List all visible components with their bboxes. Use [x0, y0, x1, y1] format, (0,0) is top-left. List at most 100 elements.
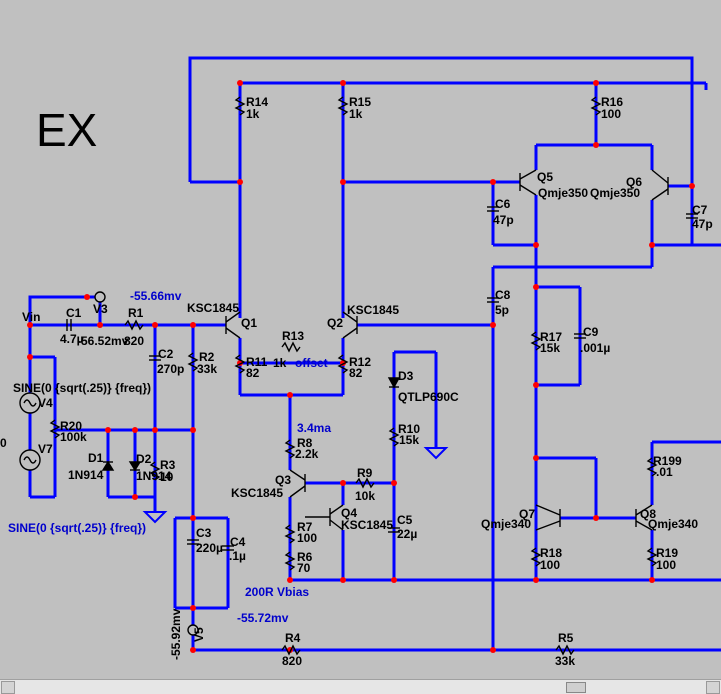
- schematic-canvas[interactable]: EX Vin C1 4.7µ V3 -56.52mv R1 820 -55.66…: [0, 0, 721, 680]
- r4-name: R4: [285, 631, 301, 645]
- r12-symbol: [337, 354, 349, 374]
- r11-value: 82: [246, 366, 260, 380]
- q2-value: KSC1845: [347, 303, 399, 317]
- r17-name: R17: [540, 330, 562, 344]
- d1-value: 1N914: [68, 468, 104, 482]
- r16-symbol: [590, 96, 602, 116]
- r7-value: 100: [297, 531, 317, 545]
- r8-name: R8: [297, 436, 313, 450]
- r20-value: 100k: [60, 430, 87, 444]
- q1-symbol: [225, 311, 241, 339]
- q2-symbol: [342, 311, 358, 339]
- q1-name: Q1: [241, 316, 257, 330]
- c2-name: C2: [158, 347, 174, 361]
- c2-value: 270p: [157, 362, 184, 376]
- d1-symbol: [101, 460, 115, 471]
- horizontal-scrollbar[interactable]: [0, 679, 721, 694]
- c1-value: 4.7µ: [60, 332, 84, 346]
- q6-value: Qmje350: [590, 186, 640, 200]
- q3-name: Q3: [275, 473, 291, 487]
- v4-value: SINE(0 {sqrt(.25)} {freq}): [13, 381, 151, 395]
- d3-value: QTLP690C: [398, 390, 459, 404]
- current-annotation: 3.4ma: [297, 421, 331, 435]
- d2-value: 1N914: [136, 469, 172, 483]
- r18-value: 100: [540, 558, 560, 572]
- q7-name: Q7: [519, 507, 535, 521]
- d3-symbol: [387, 377, 401, 389]
- v5-source-symbol: [187, 624, 199, 636]
- v3-value: -56.52mv: [77, 334, 129, 348]
- c5-symbol: [388, 527, 400, 533]
- c2-symbol: [149, 355, 161, 361]
- r7-name: R7: [297, 520, 313, 534]
- c4-name: C4: [230, 535, 246, 549]
- schematic-title: EX: [36, 104, 97, 156]
- r17-symbol: [530, 331, 542, 351]
- d1-name: D1: [88, 451, 104, 465]
- v5-value: -55.92mv: [169, 608, 183, 660]
- c6-value: 47p: [493, 213, 514, 227]
- r13-value: 1k: [273, 356, 287, 370]
- r17-value: 15k: [540, 341, 560, 355]
- r15-value: 1k: [349, 107, 363, 121]
- v4-source-symbol: [19, 392, 41, 414]
- junctions: [27, 80, 695, 653]
- r9-name: R9: [357, 466, 373, 480]
- left-zero-label: 0: [0, 436, 7, 450]
- r7-symbol: [284, 524, 296, 544]
- q4-symbol: [305, 504, 344, 531]
- c7-value: 47p: [692, 217, 713, 231]
- r2-name: R2: [199, 350, 215, 364]
- c8-symbol: [487, 297, 499, 303]
- r5-value: 33k: [555, 654, 575, 668]
- r2-value: 33k: [197, 362, 217, 376]
- r6-name: R6: [297, 550, 313, 564]
- d2-symbol: [128, 461, 142, 472]
- r9-value: 10k: [355, 489, 375, 503]
- r8-symbol: [284, 439, 296, 459]
- v7-name: V7: [38, 442, 53, 456]
- c3-value: 220µ: [196, 541, 223, 555]
- q8-name: Q8: [640, 507, 656, 521]
- r5-name: R5: [558, 631, 574, 645]
- r4-symbol: [281, 644, 301, 656]
- v5-name: V5: [192, 627, 206, 642]
- offset-annotation: offset: [295, 356, 328, 370]
- r4-value: 820: [282, 654, 302, 668]
- r8-value: 2.2k: [295, 447, 319, 461]
- r1-value: 820: [124, 334, 144, 348]
- c9-symbol: [574, 333, 586, 339]
- r10-value: 15k: [399, 433, 419, 447]
- r10-symbol: [388, 427, 400, 447]
- r15-name: R15: [349, 95, 371, 109]
- v7-source-symbol: [19, 449, 41, 471]
- c8-value: 5p: [495, 303, 509, 317]
- q4-name: Q4: [341, 506, 357, 520]
- r18-name: R18: [540, 546, 562, 560]
- r3-symbol: [149, 461, 161, 481]
- q7-symbol: [535, 504, 561, 531]
- r1-name: R1: [128, 306, 144, 320]
- r3-name: R3: [160, 458, 176, 472]
- r2-symbol: [187, 352, 199, 372]
- r14-name: R14: [246, 95, 268, 109]
- c8-name: C8: [495, 288, 511, 302]
- c1-symbol: [66, 319, 72, 331]
- vin-label: Vin: [22, 310, 40, 324]
- c4-value: .1µ: [229, 549, 246, 563]
- ground-1-symbol: [142, 511, 168, 524]
- q4-value: KSC1845: [341, 518, 393, 532]
- r9-symbol: [355, 477, 375, 489]
- c3-name: C3: [196, 526, 212, 540]
- r19-name: R19: [656, 546, 678, 560]
- q6-name: Q6: [626, 175, 642, 189]
- c5-value: 22µ: [397, 527, 417, 541]
- scroll-right-button[interactable]: [706, 681, 720, 694]
- node-voltage-annotation: -55.72mv: [237, 611, 289, 625]
- scroll-left-button[interactable]: [1, 681, 15, 694]
- wires: [28, 56, 721, 652]
- c9-name: C9: [583, 325, 599, 339]
- scrollbar-thumb[interactable]: [566, 682, 586, 693]
- v7-value: SINE(0 {sqrt(.25)} {freq}): [8, 521, 146, 535]
- q8-value: Qmje340: [648, 517, 698, 531]
